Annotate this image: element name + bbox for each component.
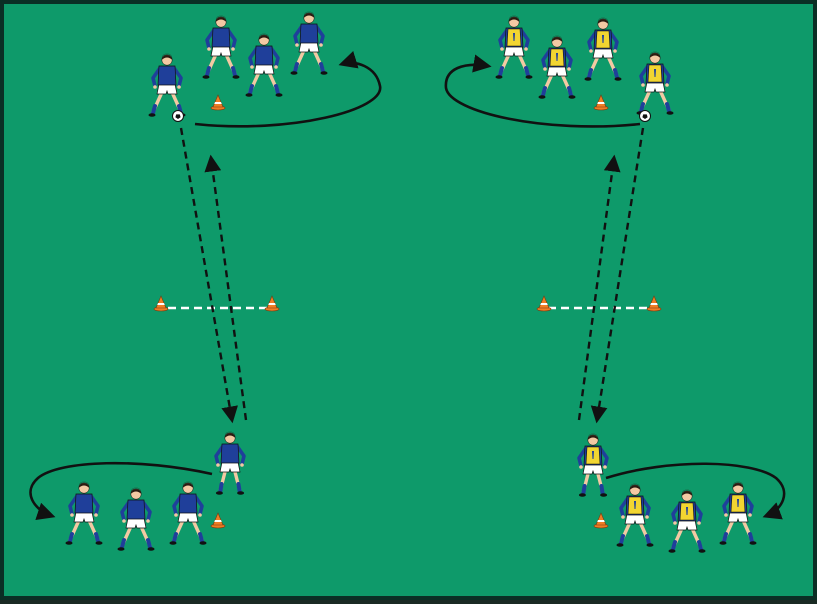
arrows-layer — [29, 51, 786, 521]
rotation-arrow-bottom-left — [29, 461, 213, 521]
cone-bottom-left — [210, 512, 226, 529]
player-bottom-left-2 — [117, 487, 155, 551]
cones-layer — [153, 94, 662, 529]
pass-right-up — [577, 154, 621, 421]
gate-cone-left-1 — [153, 295, 169, 312]
player-bottom-right-3 — [719, 481, 757, 545]
player-bottom-right-active — [577, 433, 609, 497]
rotation-arrow-bottom-right — [605, 462, 786, 520]
gate-cone-right-1 — [536, 295, 552, 312]
player-top-right-4 — [636, 51, 674, 115]
player-top-right-2 — [538, 35, 576, 99]
player-top-left-4 — [290, 11, 328, 75]
pass-left-up — [204, 154, 248, 421]
pass-right-down — [590, 127, 645, 424]
player-top-right-1 — [495, 15, 533, 79]
cone-top-left — [210, 94, 226, 111]
players-layer — [65, 11, 757, 553]
player-bottom-right-2 — [668, 489, 706, 553]
ball-top-left — [172, 110, 184, 122]
cone-bottom-right — [593, 512, 609, 529]
rotation-arrow-top-left — [194, 51, 382, 128]
rotation-arrow-top-right — [444, 54, 641, 128]
gate-cone-left-2 — [264, 295, 280, 312]
player-top-left-2 — [202, 15, 240, 79]
balls-layer — [172, 110, 651, 122]
player-bottom-left-3 — [169, 481, 207, 545]
player-top-right-3 — [584, 17, 622, 81]
ball-top-right — [639, 110, 651, 122]
cone-top-right — [593, 94, 609, 111]
player-bottom-right-1 — [616, 483, 654, 547]
pass-left-down — [179, 127, 238, 424]
player-bottom-left-1 — [65, 481, 103, 545]
player-top-left-3 — [245, 33, 283, 97]
gate-cone-right-2 — [646, 295, 662, 312]
player-bottom-left-active — [214, 431, 246, 495]
